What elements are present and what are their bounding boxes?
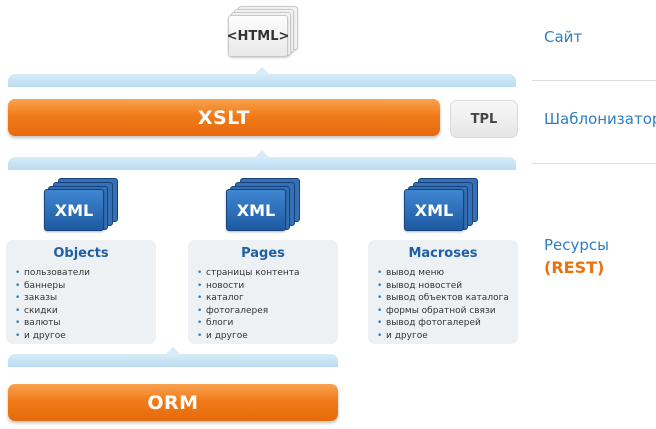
orm-bar: ORM: [8, 384, 338, 421]
list-item: баннеры: [14, 280, 148, 293]
list-item: и другое: [14, 330, 148, 343]
list-item: и другое: [196, 330, 330, 343]
resource-title: Objects: [53, 246, 109, 261]
list-item: вывод фотогалерей: [376, 317, 510, 330]
html-document-icon: <HTML>: [227, 6, 300, 57]
xml-icon-label: XML: [44, 189, 104, 231]
list-item: каталог: [196, 292, 330, 305]
layer-label-resources-text: Ресурсы: [544, 236, 610, 254]
resource-box-objects: Objects пользователи баннеры заказы скид…: [6, 240, 156, 344]
list-item: валюты: [14, 317, 148, 330]
list-item: фотогалерея: [196, 305, 330, 318]
connector-resources-orm: [8, 347, 338, 367]
xml-icon-label: XML: [404, 189, 464, 231]
list-item: и другое: [376, 330, 510, 343]
xml-icon-label: XML: [226, 189, 286, 231]
list-item: новости: [196, 280, 330, 293]
resource-title: Macroses: [408, 246, 478, 261]
resource-title: Pages: [241, 246, 285, 261]
layer-label-rest: (REST): [544, 258, 605, 277]
list-item: пользователи: [14, 267, 148, 280]
list-item: вывод объектов каталога: [376, 292, 510, 305]
html-icon-label: <HTML>: [227, 15, 289, 57]
connector-xslt-resources: [8, 150, 516, 170]
list-item: страницы контента: [196, 267, 330, 280]
list-item: заказы: [14, 292, 148, 305]
xml-icon-macroses: XML: [404, 178, 480, 231]
layer-label-site: Сайт: [544, 28, 583, 46]
list-item: блоги: [196, 317, 330, 330]
list-item: вывод меню: [376, 267, 510, 280]
layer-label-templater: Шаблонизатор: [544, 110, 656, 128]
layer-label-resources: Ресурсы (REST): [544, 236, 609, 277]
tpl-box: TPL: [450, 100, 518, 138]
list-item: формы обратной связи: [376, 305, 510, 318]
list-item: скидки: [14, 305, 148, 318]
xslt-bar: XSLT: [8, 99, 440, 136]
resource-box-macroses: Macroses вывод меню вывод новостей вывод…: [368, 240, 518, 344]
separator: [532, 80, 656, 81]
connector-site-xslt: [8, 67, 516, 87]
list-item: вывод новостей: [376, 280, 510, 293]
separator: [532, 163, 656, 164]
resource-box-pages: Pages страницы контента новости каталог …: [188, 240, 338, 344]
xml-icon-objects: XML: [44, 178, 120, 231]
xml-icon-pages: XML: [226, 178, 302, 231]
